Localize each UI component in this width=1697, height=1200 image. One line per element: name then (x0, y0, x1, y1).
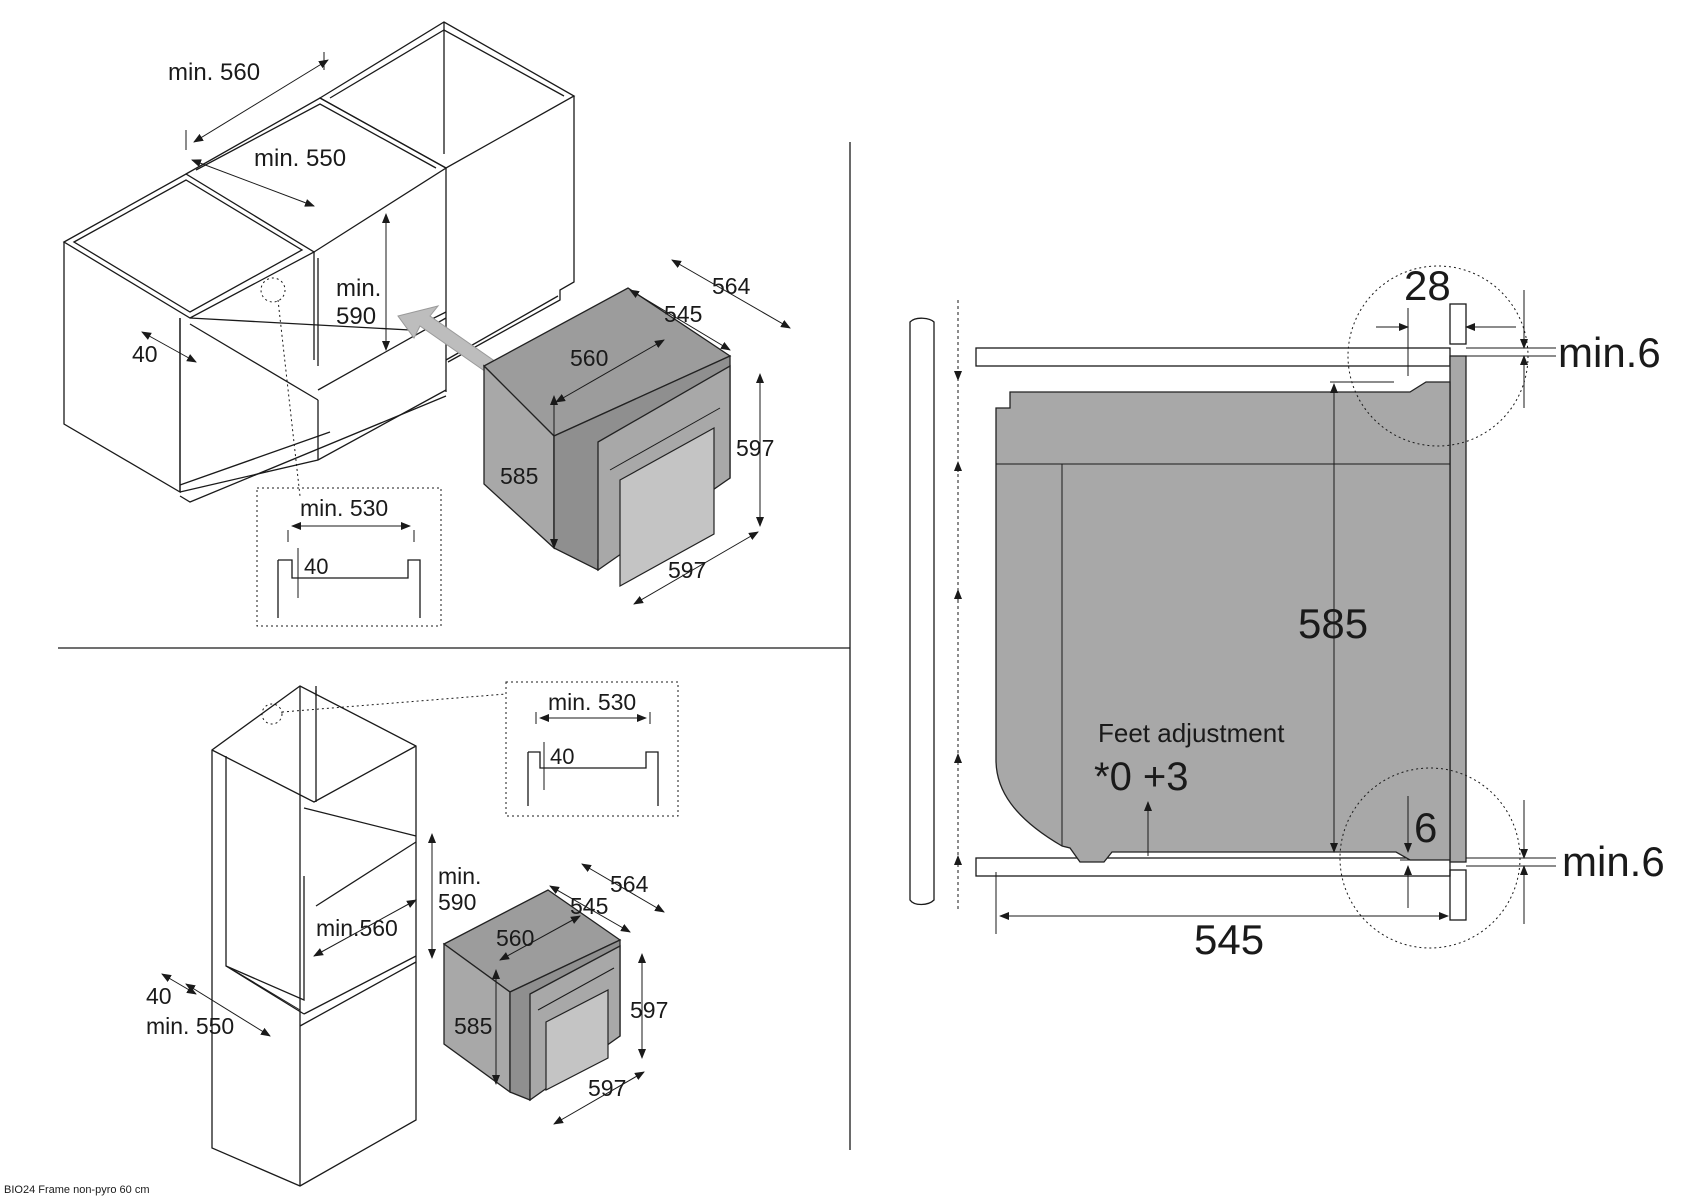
top-oven-width-label: 560 (570, 345, 608, 371)
bottom-oven-drawing: 560 545 564 585 597 597 (442, 863, 668, 1125)
niche-width-label: min.560 (316, 915, 398, 941)
base-cabinet-drawing: min. 560 min. 550 min. 590 40 (62, 21, 576, 503)
bottom-detail-offset-label: 40 (550, 744, 574, 769)
bottom-detail-width-label: min. 530 (548, 689, 636, 715)
feet-adjustment-value: *0 +3 (1094, 755, 1189, 799)
side-section-drawing: 28 min.6 min.6 6 585 545 Feet adjustment… (909, 262, 1665, 963)
feet-adjustment-label: Feet adjustment (1098, 718, 1285, 748)
bottom-detail-box: min. 530 40 (505, 681, 679, 817)
bottom-oven-depth-body-label: 545 (570, 893, 608, 919)
cabinet-depth-label: min. 550 (254, 145, 346, 172)
niche-height-label-1: min. (438, 863, 481, 889)
bottom-oven-height-body-label: 585 (454, 1013, 492, 1039)
tall-vent-offset-label: 40 (146, 983, 172, 1009)
top-oven-depth-body-label: 545 (664, 301, 702, 327)
top-oven-drawing: 560 545 564 585 597 597 (482, 259, 791, 605)
top-oven-height-body-label: 585 (500, 463, 538, 489)
vent-offset-label: 40 (132, 341, 158, 367)
body-depth-label: 545 (1194, 916, 1264, 963)
top-gap-label: min.6 (1558, 329, 1661, 376)
cabinet-height-label-1: min. (336, 275, 381, 302)
top-detail-width-label: min. 530 (300, 495, 388, 521)
tall-cabinet-drawing: min. 590 min.560 40 min. 550 (146, 685, 507, 1187)
bottom-oven-height-front-label: 597 (630, 997, 668, 1023)
frame-depth-label: 28 (1404, 262, 1451, 309)
top-oven-height-front-label: 597 (736, 435, 774, 461)
cabinet-height-label-2: 590 (336, 303, 376, 330)
bottom-oven-width-front-label: 597 (588, 1075, 626, 1101)
footer-caption: BIO24 Frame non-pyro 60 cm (4, 1184, 150, 1196)
cabinet-width-label: min. 560 (168, 59, 260, 86)
bottom-gap-label: min.6 (1562, 838, 1665, 885)
top-detail-offset-label: 40 (304, 554, 328, 579)
top-oven-depth-total-label: 564 (712, 273, 751, 299)
bottom-oven-width-label: 560 (496, 925, 534, 951)
front-gap-label: 6 (1414, 804, 1437, 851)
top-detail-box: min. 530 40 (256, 487, 442, 627)
body-height-label: 585 (1298, 600, 1368, 647)
top-oven-width-front-label: 597 (668, 557, 706, 583)
niche-height-label-2: 590 (438, 889, 476, 915)
niche-depth-label: min. 550 (146, 1013, 234, 1039)
bottom-oven-depth-total-label: 564 (610, 871, 649, 897)
